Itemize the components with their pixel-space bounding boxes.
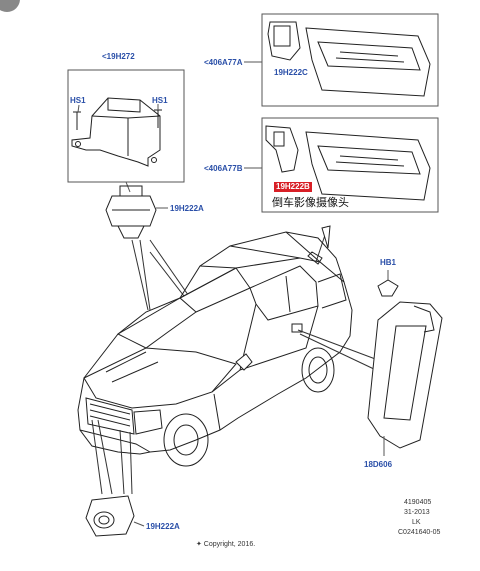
footer-code-1: 4190405 <box>404 499 432 506</box>
footer-code-3: LK <box>412 519 421 526</box>
label-hs1-right: HS1 <box>152 96 168 105</box>
car-outline <box>77 231 353 467</box>
module-18d606 <box>367 301 443 456</box>
label-19h222b: 19H222B <box>274 182 312 192</box>
label-406a77b: <406A77B <box>204 164 243 173</box>
label-19h272: <19H272 <box>102 52 135 61</box>
label-hb1: HB1 <box>380 258 397 267</box>
corner-marker <box>0 0 20 12</box>
label-18d606: 18D606 <box>364 460 393 469</box>
label-reverse-camera: 倒车影像摄像头 <box>272 197 349 209</box>
label-19h222a-top: 19H222A <box>170 204 204 213</box>
copyright-text: ✦ Copyright, 2016. <box>196 541 256 548</box>
footer-code-2: 31-2013 <box>404 509 430 516</box>
footer-code-4: C0241640-05 <box>398 529 441 536</box>
box-406a77b <box>261 117 439 213</box>
box-406a77a <box>261 13 439 107</box>
label-hs1-left: HS1 <box>70 96 86 105</box>
label-406a77a: <406A77A <box>204 58 243 67</box>
label-19h222a-bottom: 19H222A <box>146 522 180 531</box>
label-19h222c: 19H222C <box>274 68 308 77</box>
